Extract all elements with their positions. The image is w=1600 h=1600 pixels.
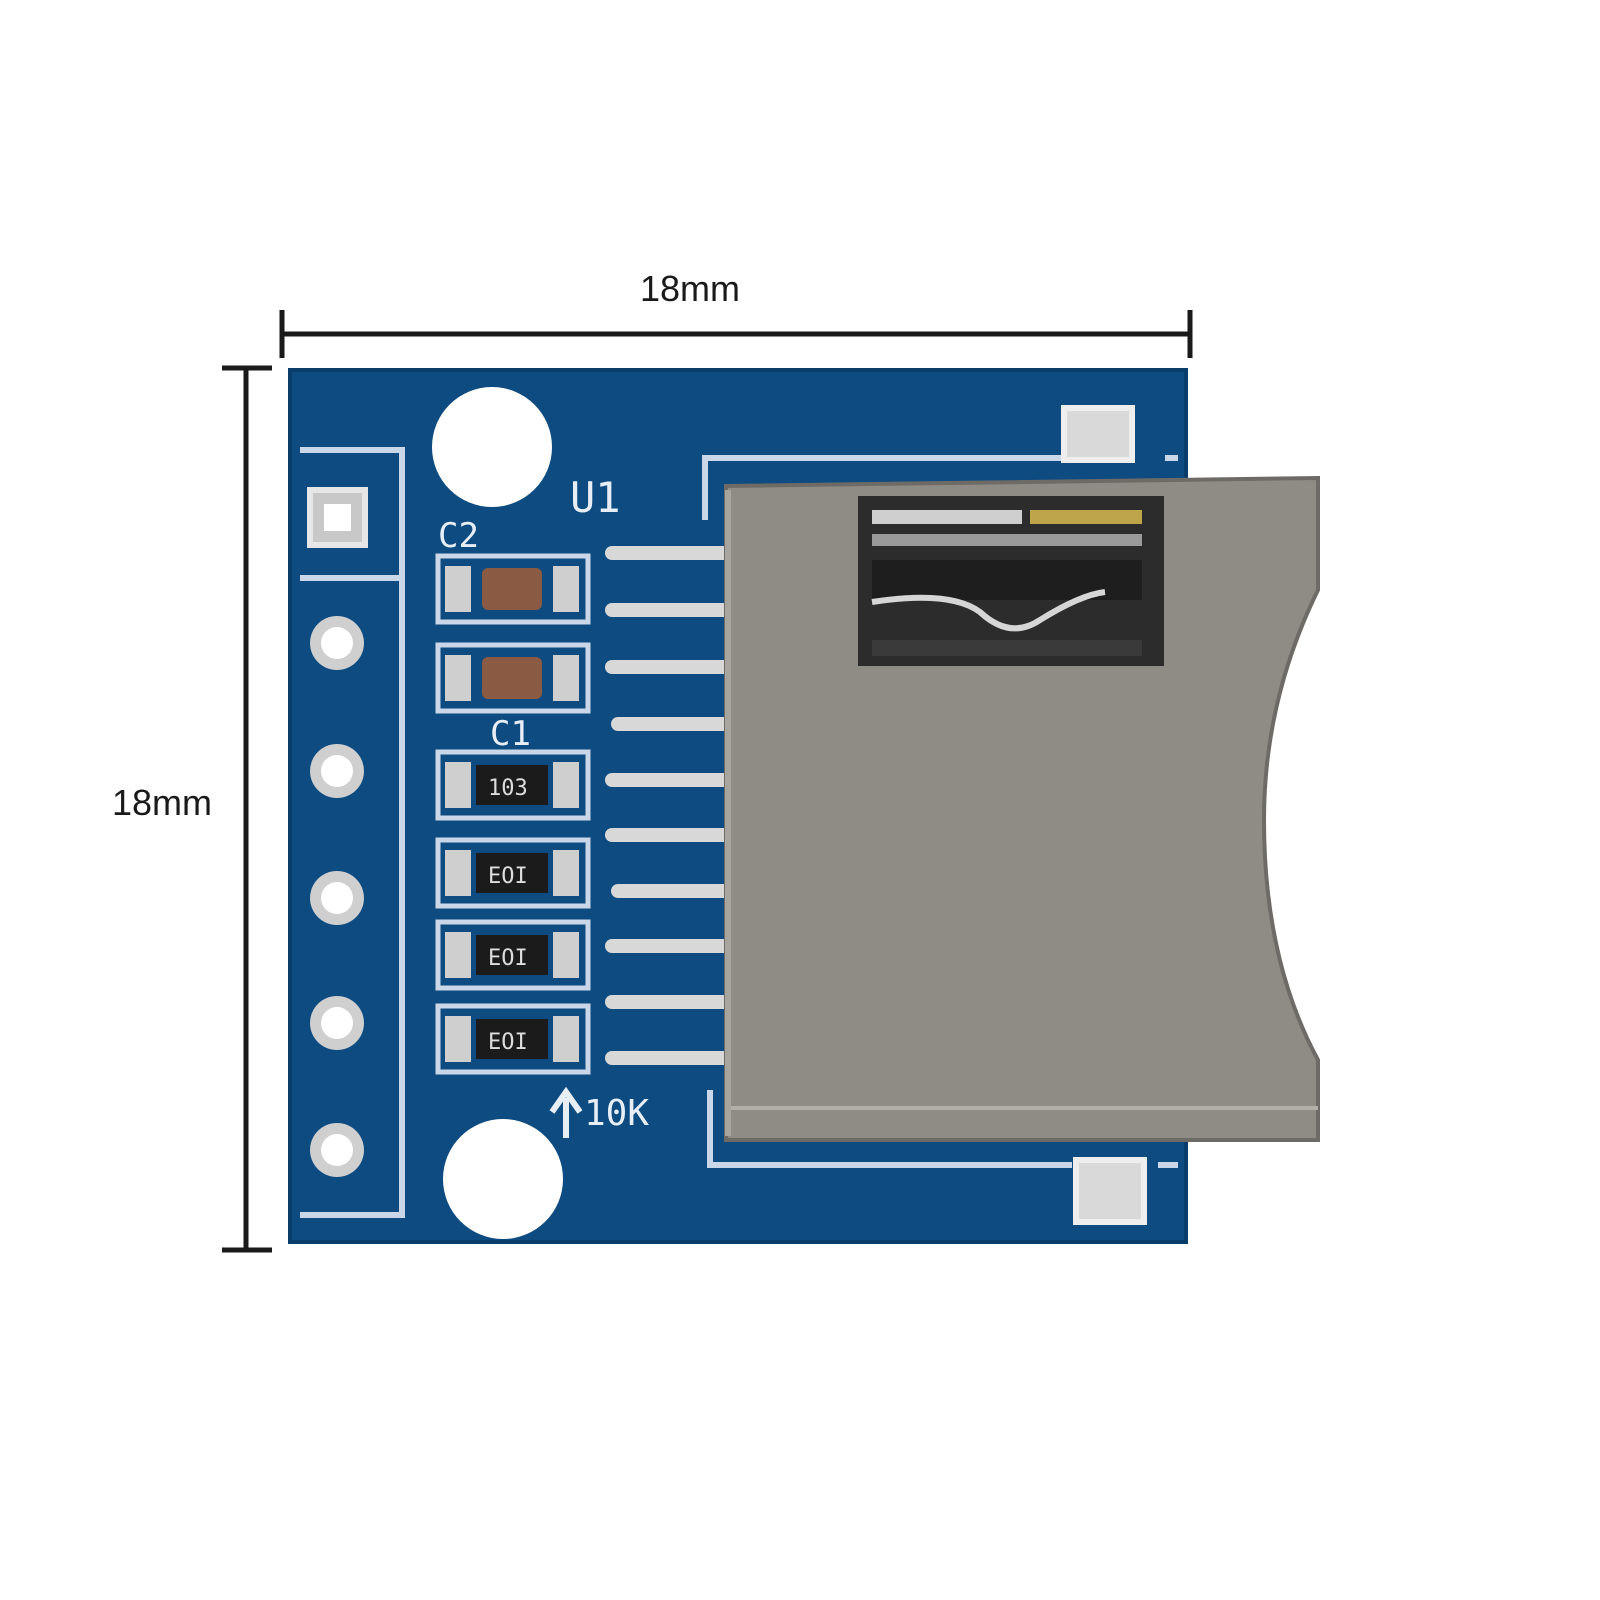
capacitor-c1	[435, 642, 591, 714]
label-c2: C2	[438, 516, 479, 556]
socket-solder-tabs	[1061, 405, 1147, 1225]
resistor-code-1: 103	[488, 776, 528, 801]
header-pins	[307, 487, 368, 1177]
label-c1: C1	[490, 714, 531, 754]
height-dimension-line	[222, 365, 272, 1253]
resistor-code-2: EOI	[488, 864, 528, 889]
arrow-up-icon	[549, 1086, 583, 1138]
width-dimension-line	[279, 310, 1193, 358]
resistor-code-4: EOI	[488, 1030, 528, 1055]
microsd-socket	[724, 475, 1320, 1142]
width-dimension-label: 18mm	[640, 268, 741, 309]
mounting-hole-top	[432, 387, 552, 507]
label-u1: U1	[570, 473, 621, 522]
height-dimension-label: 18mm	[112, 782, 213, 823]
resistor-array: 103 EOI EOI EOI	[435, 749, 591, 1075]
resistor-code-3: EOI	[488, 946, 528, 971]
label-10k: 10K	[584, 1093, 649, 1134]
socket-outline	[702, 455, 1178, 1168]
mounting-hole-bottom	[443, 1119, 563, 1239]
connector-pins	[605, 546, 732, 1065]
header-outline	[300, 447, 405, 1218]
capacitor-c2	[435, 553, 591, 625]
